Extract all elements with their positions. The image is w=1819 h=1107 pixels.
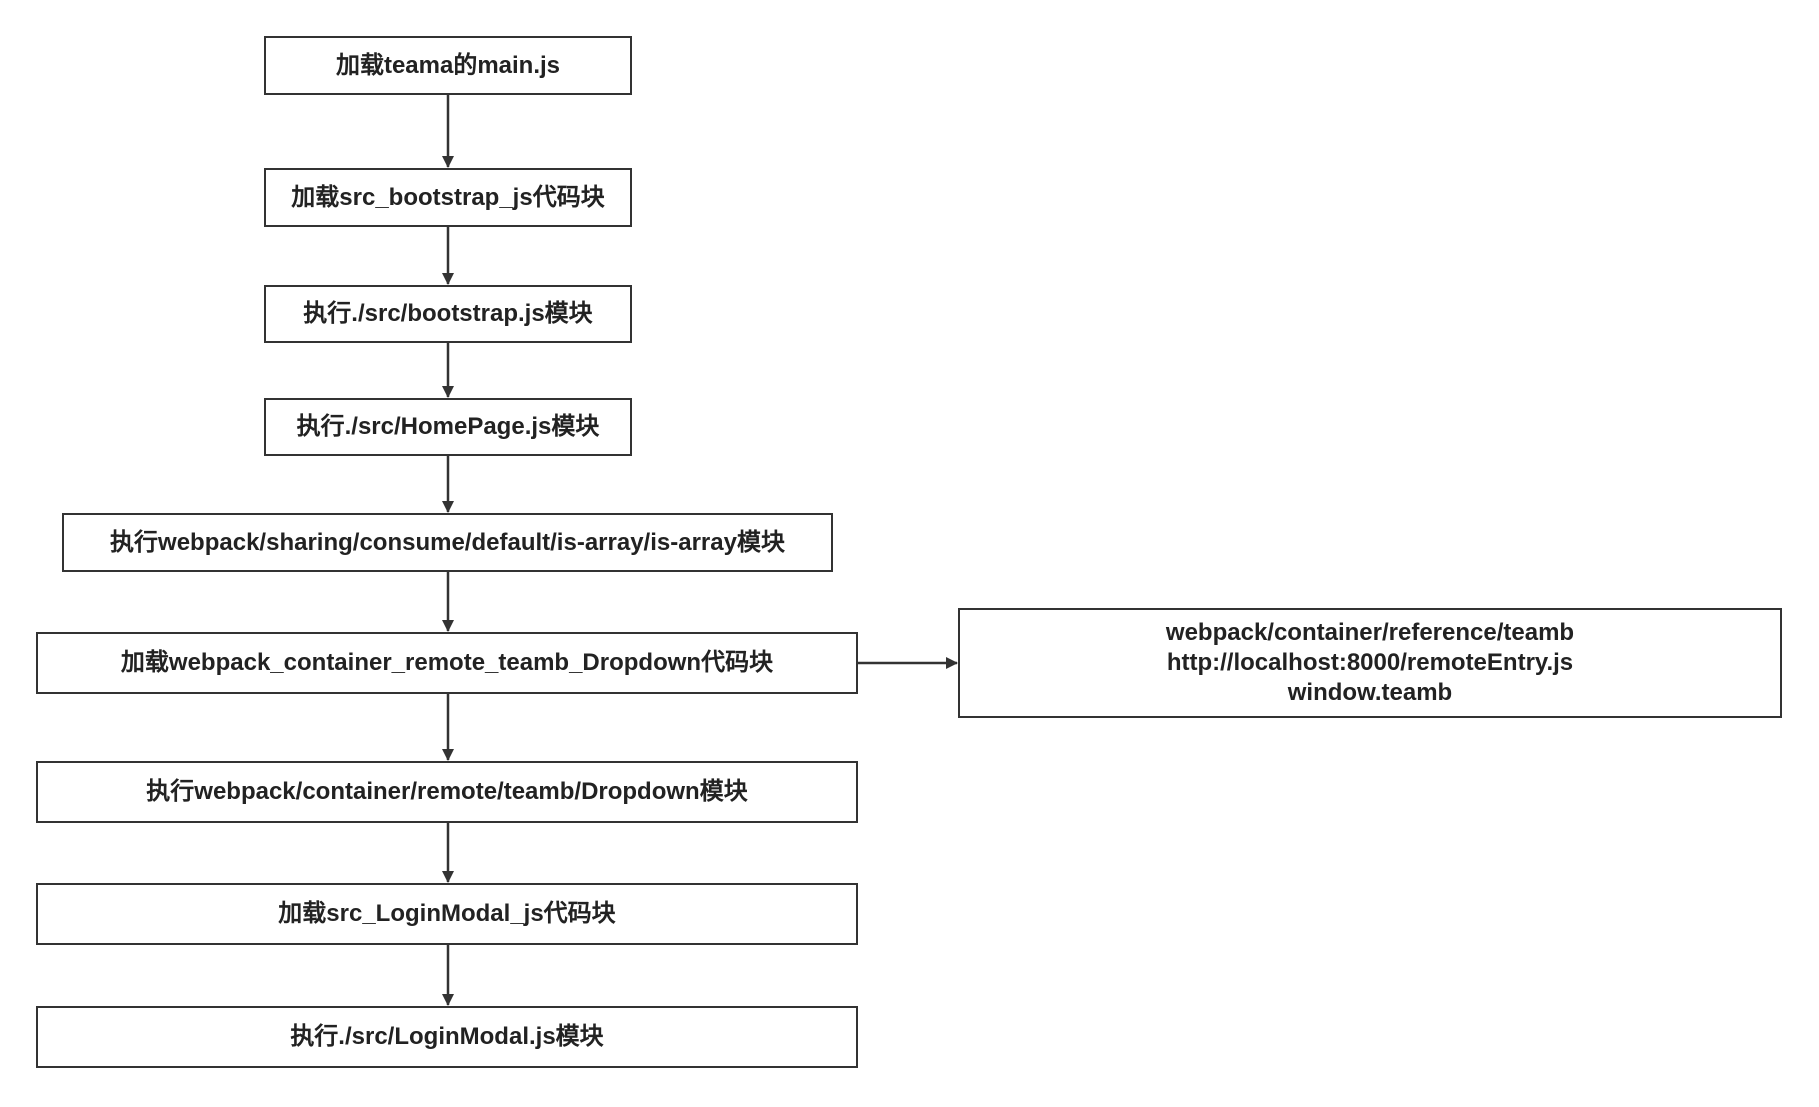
- node-label-line: 执行webpack/sharing/consume/default/is-arr…: [110, 528, 785, 556]
- node-label-line: http://localhost:8000/remoteEntry.js: [1166, 649, 1574, 676]
- node-label-line: window.teamb: [1287, 679, 1453, 706]
- node-n4: 执行./src/HomePage.js模块: [264, 398, 632, 456]
- node-n5: 执行webpack/sharing/consume/default/is-arr…: [62, 513, 833, 572]
- node-label-line: 加载webpack_container_remote_teamb_Dropdow…: [120, 649, 774, 676]
- node-label-line: 执行./src/HomePage.js模块: [296, 413, 600, 440]
- node-label-line: 执行webpack/container/remote/teamb/Dropdow…: [146, 778, 748, 805]
- node-n8: 加载src_LoginModal_js代码块: [36, 883, 858, 945]
- node-label-line: 加载teama的main.js: [335, 51, 561, 79]
- node-n9: 执行./src/LoginModal.js模块: [36, 1006, 858, 1068]
- node-label-line: 加载src_bootstrap_js代码块: [291, 183, 605, 211]
- node-label-line: 加载src_LoginModal_js代码块: [278, 900, 616, 927]
- node-n6: 加载webpack_container_remote_teamb_Dropdow…: [36, 632, 858, 694]
- node-n7: 执行webpack/container/remote/teamb/Dropdow…: [36, 761, 858, 823]
- node-n1: 加载teama的main.js: [264, 36, 632, 95]
- node-label-line: 执行./src/bootstrap.js模块: [303, 300, 593, 327]
- node-label-line: webpack/container/reference/teamb: [1165, 619, 1575, 646]
- node-label-line: 执行./src/LoginModal.js模块: [290, 1023, 604, 1050]
- node-n10: webpack/container/reference/teamb http://…: [958, 608, 1782, 718]
- node-n3: 执行./src/bootstrap.js模块: [264, 285, 632, 343]
- node-n2: 加载src_bootstrap_js代码块: [264, 168, 632, 227]
